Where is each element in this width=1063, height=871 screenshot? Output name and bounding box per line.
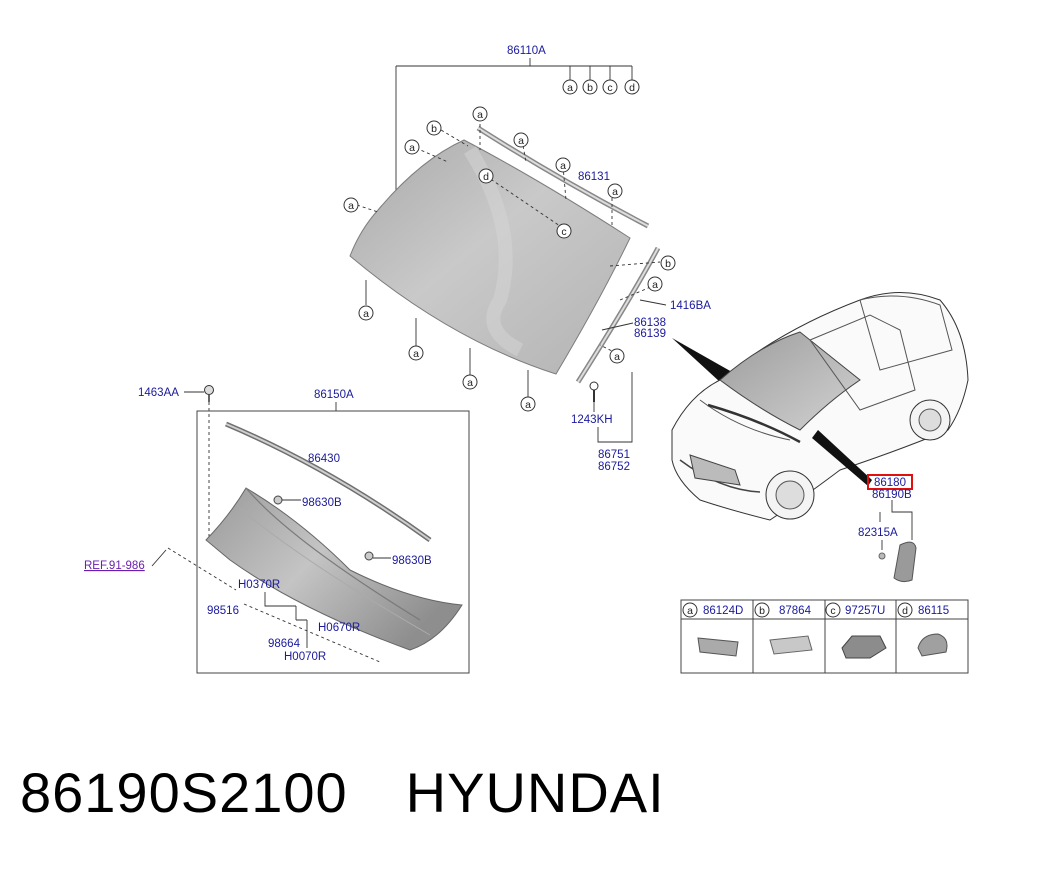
- legend-callout-b: b: [754, 602, 770, 618]
- svg-text:a: a: [687, 605, 693, 617]
- svg-text:a: a: [652, 279, 658, 291]
- legend-callout-d: d: [897, 602, 913, 618]
- label-86138: 86138: [634, 317, 666, 329]
- caption-brand: HYUNDAI: [405, 761, 665, 824]
- svg-text:a: a: [614, 351, 620, 363]
- svg-text:c: c: [561, 226, 566, 238]
- label-1416ba: 1416BA: [670, 300, 711, 312]
- label-86751: 86751: [598, 449, 630, 461]
- svg-text:a: a: [467, 377, 473, 389]
- legend-part-b: 87864: [779, 605, 812, 617]
- legend-part-a: 86124D: [703, 605, 743, 617]
- label-h0370r: H0370R: [238, 579, 280, 591]
- svg-text:a: a: [363, 308, 369, 320]
- label-98516: 98516: [207, 605, 239, 617]
- svg-text:c: c: [830, 605, 835, 617]
- label-86150a: 86150A: [314, 389, 354, 401]
- label-1463aa: 1463AA: [138, 387, 179, 399]
- caption: 86190S2100 HYUNDAI: [20, 760, 665, 825]
- legend-icon-c: [841, 635, 887, 659]
- mirror-cover-group: 86180 86190B 82315A: [858, 474, 917, 583]
- legend-icon-b: [769, 635, 813, 655]
- cowl-box: [196, 410, 470, 674]
- label-86752: 86752: [598, 461, 630, 473]
- svg-text:a: a: [348, 200, 354, 212]
- windshield-group: 86110A 86131 1416BA 86138 86139 1243KH 8…: [343, 45, 711, 473]
- svg-text:d: d: [483, 171, 489, 183]
- svg-text:b: b: [759, 605, 765, 617]
- cowl-group: 1463AA 86150A 86430 98630B 98630B REF.91…: [84, 385, 470, 674]
- label-86110a: 86110A: [507, 45, 546, 57]
- clip-icon: [273, 495, 283, 505]
- windshield-glass: [349, 139, 631, 375]
- legend-part-d: 86115: [918, 605, 949, 617]
- svg-text:d: d: [902, 605, 908, 617]
- svg-text:a: a: [477, 109, 483, 121]
- svg-text:a: a: [525, 399, 531, 411]
- svg-text:a: a: [518, 135, 524, 147]
- reference-link[interactable]: REF.91-986: [84, 560, 145, 572]
- svg-text:b: b: [431, 123, 437, 135]
- label-86139: 86139: [634, 328, 666, 340]
- legend-callout-a: a: [682, 602, 698, 618]
- callout-markers: a b c d a b a a a d a a c b a a a a a a: [343, 79, 676, 412]
- svg-text:a: a: [560, 160, 566, 172]
- legend-table: a 86124D b 87864 c 97257U d 86115: [680, 599, 969, 674]
- svg-text:c: c: [607, 82, 612, 94]
- vehicle-illustration: [671, 292, 969, 521]
- legend-callout-c: c: [825, 602, 841, 618]
- svg-text:d: d: [629, 82, 635, 94]
- svg-text:a: a: [409, 142, 415, 154]
- caption-part-number: 86190S2100: [20, 761, 348, 824]
- legend-icon-a: [697, 637, 739, 657]
- label-98664: 98664: [268, 638, 301, 650]
- bolt-icon: [204, 385, 214, 402]
- label-h0670r: H0670R: [318, 622, 360, 634]
- label-86190b: 86190B: [872, 489, 912, 501]
- label-86430: 86430: [308, 453, 340, 465]
- legend-part-c: 97257U: [845, 605, 885, 617]
- label-86131: 86131: [578, 171, 610, 183]
- svg-text:a: a: [612, 186, 618, 198]
- label-82315a: 82315A: [858, 527, 898, 539]
- screw-icon: [589, 381, 599, 402]
- svg-text:b: b: [665, 258, 671, 270]
- label-86180[interactable]: 86180: [874, 477, 906, 489]
- highlight-box: [867, 474, 913, 490]
- label-98630b-1: 98630B: [302, 497, 342, 509]
- svg-text:a: a: [413, 348, 419, 360]
- svg-text:b: b: [587, 82, 593, 94]
- clip-icon: [364, 551, 374, 561]
- mirror-cover-part: [893, 541, 917, 583]
- label-98630b-2: 98630B: [392, 555, 432, 567]
- label-1243kh: 1243KH: [571, 414, 613, 426]
- label-h0070r: H0070R: [284, 651, 326, 663]
- legend-icon-d: [917, 633, 948, 657]
- svg-text:a: a: [567, 82, 573, 94]
